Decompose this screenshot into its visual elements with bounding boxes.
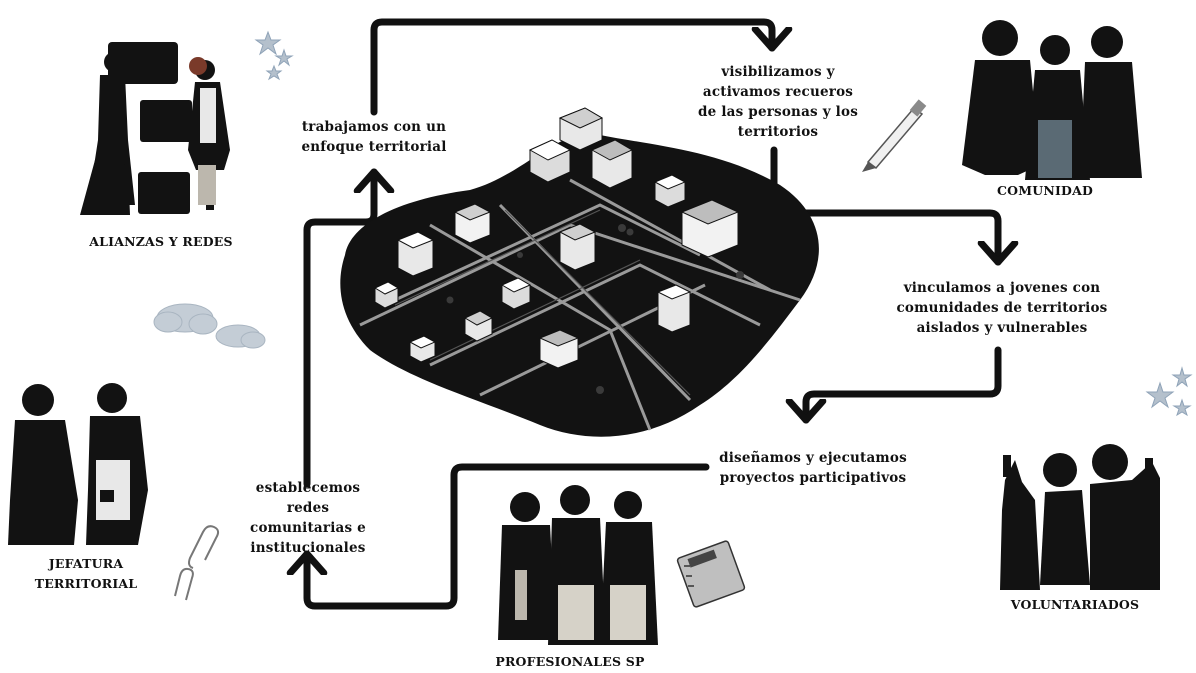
map-roads-inner	[394, 209, 691, 396]
step-establecemos: establecemos redes comunitarias e instit…	[250, 480, 366, 556]
map-houses	[373, 107, 740, 369]
step-disenamos: diseñamos y ejecutamos proyectos partici…	[719, 450, 907, 486]
house	[680, 199, 740, 258]
label-profesionales-sp: PROFESIONALES SP	[495, 654, 645, 669]
stars-icon	[1145, 366, 1193, 417]
notebook-icon	[676, 540, 746, 608]
pencil-icon	[862, 99, 927, 172]
label-jefatura-territorial: JEFATURA TERRITORIAL	[34, 556, 138, 591]
voluntariados-people-icon	[1000, 444, 1160, 590]
comunidad-people-icon	[962, 20, 1142, 180]
house	[500, 277, 532, 310]
house	[453, 203, 492, 244]
connector-bottom	[307, 463, 710, 610]
isometric-town-map	[340, 107, 819, 437]
connector-right-lower	[806, 346, 1002, 424]
house	[656, 284, 692, 333]
house	[653, 174, 687, 208]
alianzas-accent	[198, 88, 216, 205]
jefatura-people-icon	[8, 383, 148, 545]
step-vinculamos: vinculamos a jovenes con comunidades de …	[896, 280, 1108, 336]
house	[396, 231, 435, 277]
step-enfoque-territorial: trabajamos con un enfoque territorial	[301, 119, 447, 155]
house	[408, 335, 437, 363]
alianzas-people-icon	[80, 42, 230, 215]
house	[558, 223, 597, 271]
connector-top	[370, 18, 772, 116]
map-roads	[359, 178, 801, 431]
stars-icon	[254, 30, 294, 81]
house	[463, 310, 494, 342]
profesionales-people-icon	[498, 485, 658, 645]
label-alianzas-y-redes: ALIANZAS Y REDES	[89, 234, 233, 249]
house	[590, 139, 634, 189]
map-trees	[446, 224, 744, 394]
cloud-icon	[153, 303, 266, 349]
house	[558, 107, 604, 151]
house	[373, 281, 400, 309]
step-visibilizamos: visibilizamos y activamos recueros de la…	[698, 64, 858, 140]
house	[538, 329, 580, 369]
house	[528, 139, 572, 183]
label-comunidad: COMUNIDAD	[996, 183, 1094, 198]
connector-left	[303, 168, 374, 488]
paperclip-icon	[174, 525, 220, 601]
label-voluntariados: VOLUNTARIADOS	[1010, 597, 1140, 612]
